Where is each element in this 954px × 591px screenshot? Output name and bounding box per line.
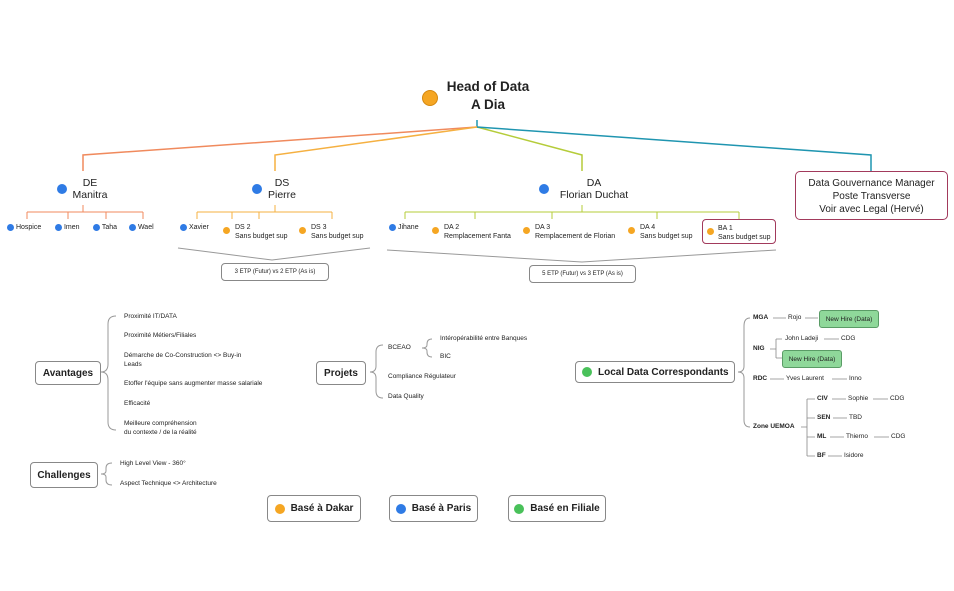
ldc-person: Yves Laurent — [786, 375, 824, 382]
ldc-person: John Ladeji — [785, 335, 819, 342]
ldc-person: Inno — [849, 375, 862, 382]
avantage-item: Leads — [124, 361, 142, 368]
de-name: Manitra — [72, 189, 108, 201]
ldc-role: CDG — [890, 395, 905, 402]
legend-filiale[interactable]: Basé en Filiale — [508, 495, 606, 522]
legend-paris[interactable]: Basé à Paris — [389, 495, 478, 522]
root-title: Head of Data — [446, 79, 530, 94]
de-member[interactable]: Hospice — [7, 223, 41, 232]
challenge-item: Aspect Technique <> Architecture — [120, 480, 217, 487]
ldc-person: Isidore — [844, 452, 864, 459]
ldc-person: Thierno — [846, 433, 869, 440]
avantage-item: Proximité Métiers/Filiales — [124, 332, 197, 339]
ldc-rdc: RDC — [753, 375, 768, 382]
dakar-dot-icon — [274, 503, 285, 514]
avantage-item: du contexte / de la réalité — [124, 429, 197, 436]
avantage-item: Proximité IT/DATA — [124, 313, 177, 320]
ldc-role: CDG — [891, 433, 906, 440]
paris-dot-icon — [7, 223, 14, 231]
projet-sub-item: Intéropérabilité entre Banques — [440, 335, 528, 342]
de-member[interactable]: Taha — [93, 223, 117, 232]
ldc-ml: ML — [817, 433, 827, 440]
gov-line3: Voir avec Legal (Hervé) — [819, 204, 924, 215]
paris-dot-icon — [252, 184, 262, 194]
ldc-bf: BF — [817, 452, 826, 459]
dakar-dot-icon — [707, 228, 714, 235]
ds-name: Pierre — [267, 189, 296, 201]
paris-dot-icon — [93, 223, 100, 231]
ldc-person: Sophie — [848, 395, 869, 402]
node-ds[interactable]: DS Pierre — [251, 177, 311, 203]
gov-line1: Data Gouvernance Manager — [808, 178, 935, 189]
root-node[interactable]: Head of Data A Dia — [420, 78, 535, 116]
ldc-civ: CIV — [817, 395, 828, 402]
challenge-item: High Level View - 360° — [120, 460, 186, 467]
filiale-dot-icon — [514, 503, 525, 514]
projet-item: Compliance Régulateur — [388, 373, 456, 380]
paris-dot-icon — [539, 184, 549, 194]
de-member[interactable]: Imen — [55, 223, 80, 232]
ldc-role: CDG — [841, 335, 856, 342]
paris-dot-icon — [129, 223, 136, 231]
paris-dot-icon — [180, 223, 187, 231]
ldc-person: TBD — [849, 414, 862, 421]
paris-dot-icon — [57, 184, 67, 194]
ldc-sen: SEN — [817, 414, 831, 421]
ldc-zone: Zone UEMOA — [753, 423, 795, 430]
dakar-dot-icon — [223, 227, 230, 234]
filiale-dot-icon — [582, 367, 592, 377]
paris-dot-icon — [395, 503, 406, 514]
de-title: DE — [82, 177, 98, 189]
da-title: DA — [586, 177, 602, 189]
projet-item: Data Quality — [388, 393, 424, 400]
gov-line2: Poste Transverse — [832, 191, 911, 202]
challenges-node[interactable]: Challenges — [30, 462, 98, 488]
ldc-person: Rojo — [788, 314, 802, 321]
node-de[interactable]: DE Manitra — [56, 177, 116, 203]
dakar-dot-icon — [299, 227, 306, 234]
avantage-item: Etoffer l'équipe sans augmenter masse sa… — [124, 380, 263, 387]
gov-box[interactable]: Data Gouvernance Manager Poste Transvers… — [795, 171, 948, 220]
avantages-node[interactable]: Avantages — [35, 361, 101, 385]
legend-dakar[interactable]: Basé à Dakar — [267, 495, 361, 522]
new-hire-badge[interactable]: New Hire (Data) — [782, 350, 842, 368]
etp-summary-da[interactable]: 5 ETP (Futur) vs 3 ETP (As is) — [529, 265, 636, 283]
new-hire-badge[interactable]: New Hire (Data) — [819, 310, 879, 328]
dakar-dot-icon — [628, 227, 635, 234]
dakar-dot-icon — [422, 90, 438, 106]
avantage-item: Meilleure compréhension — [124, 420, 197, 427]
projet-bceao: BCEAO — [388, 344, 411, 351]
projet-sub-item: BIC — [440, 353, 451, 360]
da-name: Florian Duchat — [559, 189, 629, 201]
ldc-mga: MGA — [753, 314, 769, 321]
ds-member[interactable]: Xavier — [180, 223, 209, 232]
root-subtitle: A Dia — [470, 97, 505, 112]
projets-node[interactable]: Projets — [316, 361, 366, 385]
da-member[interactable]: Jihane — [389, 223, 419, 232]
ds-title: DS — [274, 177, 290, 189]
ldc-node[interactable]: Local Data Correspondants — [575, 361, 735, 383]
de-member[interactable]: Wael — [129, 223, 154, 232]
avantage-item: Efficacité — [124, 400, 151, 407]
node-da[interactable]: DA Florian Duchat — [538, 177, 638, 203]
avantage-item: Démarche de Co-Construction <> Buy-in — [124, 352, 242, 359]
paris-dot-icon — [55, 223, 62, 231]
ldc-nig: NIG — [753, 345, 765, 352]
dakar-dot-icon — [523, 227, 530, 234]
etp-summary-ds[interactable]: 3 ETP (Futur) vs 2 ETP (As is) — [221, 263, 329, 281]
paris-dot-icon — [389, 223, 396, 231]
dakar-dot-icon — [432, 227, 439, 234]
